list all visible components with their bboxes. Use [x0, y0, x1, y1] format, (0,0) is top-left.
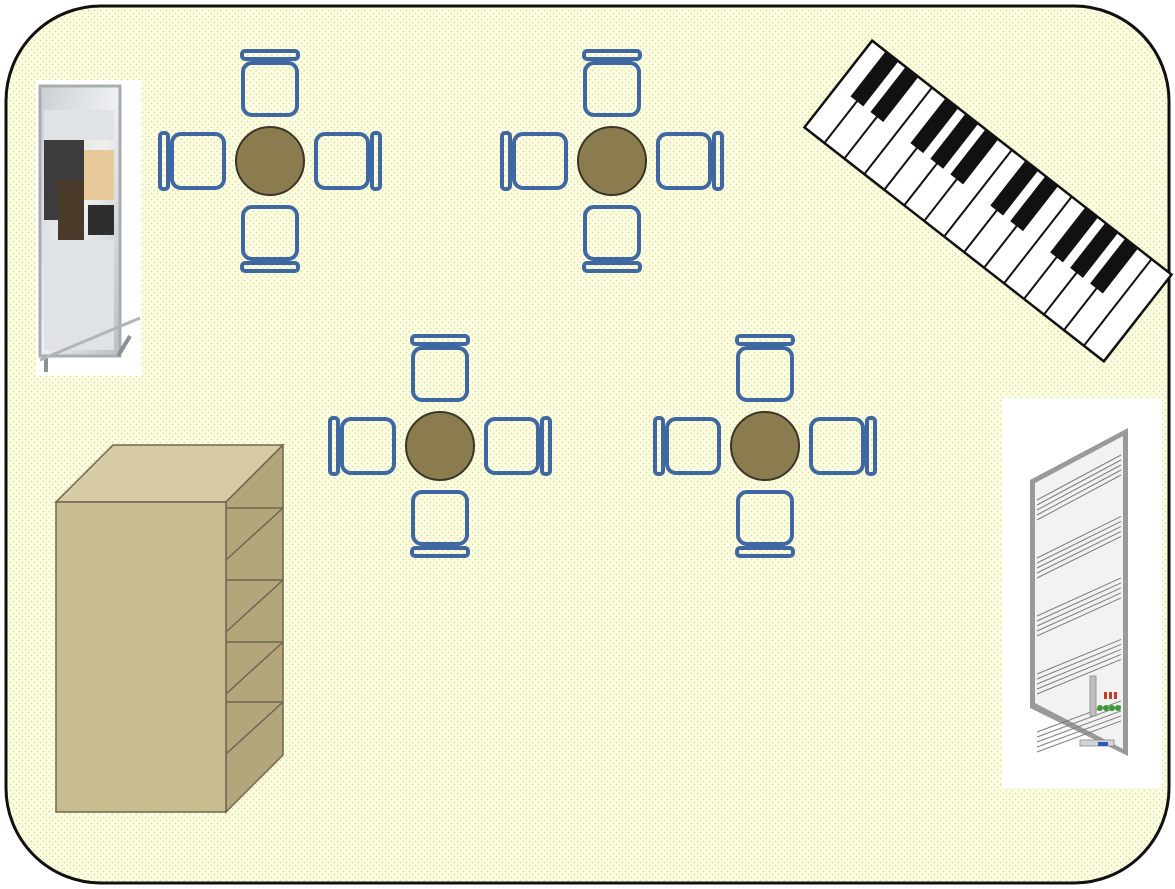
- chair-left: [158, 131, 226, 191]
- chair-right: [314, 131, 382, 191]
- black-key: [1070, 222, 1119, 278]
- seating-group-4: [653, 334, 877, 558]
- chair-top: [582, 49, 642, 117]
- black-key: [870, 66, 919, 122]
- staff-whiteboard: [1002, 398, 1162, 788]
- round-table: [405, 411, 475, 481]
- chair-right: [484, 416, 552, 476]
- cabinet-side: [225, 443, 284, 814]
- seating-group-3: [328, 334, 552, 558]
- chair-top: [240, 49, 300, 117]
- cabinet-front: [55, 501, 227, 813]
- seating-group-2: [500, 49, 724, 273]
- chair-bottom: [240, 205, 300, 273]
- white-key-divider: [943, 149, 1013, 238]
- chair-left: [328, 416, 396, 476]
- round-table: [577, 126, 647, 196]
- chair-bottom: [410, 490, 470, 558]
- chair-left: [653, 416, 721, 476]
- chair-right: [809, 416, 877, 476]
- shelf-cabinet: [54, 443, 285, 814]
- white-key-divider: [1003, 196, 1073, 284]
- black-key: [1010, 176, 1059, 232]
- black-key: [1090, 238, 1139, 294]
- mirror: [36, 80, 142, 376]
- chair-top: [735, 334, 795, 402]
- black-key: [930, 113, 979, 169]
- chair-bottom: [582, 205, 642, 273]
- white-key-divider: [863, 86, 933, 175]
- piano-keyboard: [802, 38, 1174, 364]
- cabinet-shelves: [225, 507, 284, 755]
- black-key: [950, 129, 999, 185]
- seating-area: [158, 49, 877, 558]
- chair-bottom: [735, 490, 795, 558]
- seating-group-1: [158, 49, 382, 273]
- magnet-notes: [1097, 692, 1121, 711]
- round-table: [235, 126, 305, 196]
- round-table: [730, 411, 800, 481]
- black-key: [1050, 207, 1099, 263]
- chair-top: [410, 334, 470, 402]
- black-key: [850, 51, 899, 107]
- black-key: [910, 98, 959, 154]
- white-key-divider: [1083, 258, 1153, 347]
- chair-left: [500, 131, 568, 191]
- black-key: [990, 160, 1039, 216]
- chair-right: [656, 131, 724, 191]
